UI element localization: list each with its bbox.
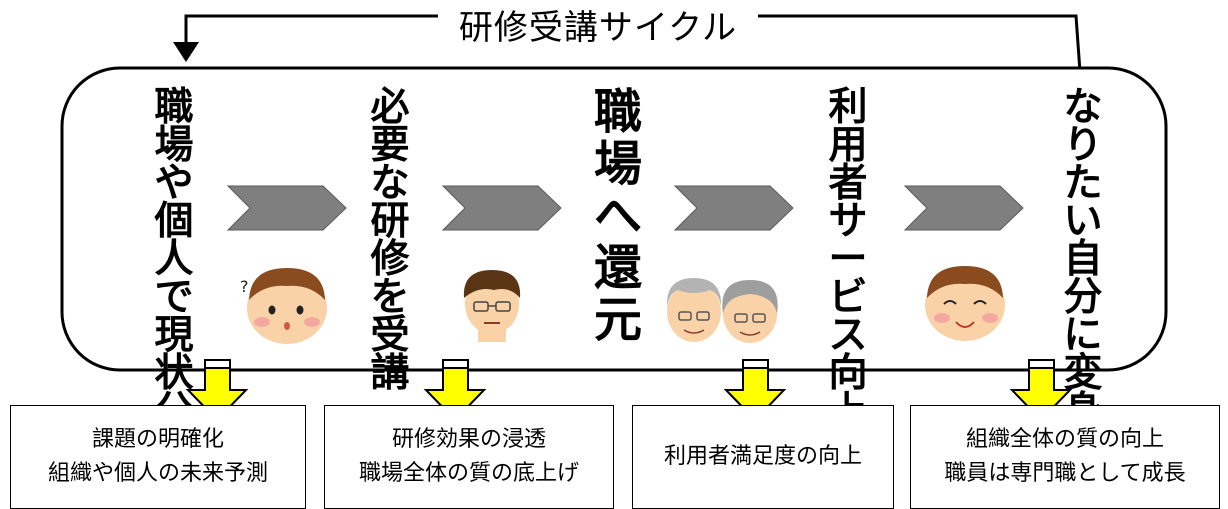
step-char: 講: [370, 351, 410, 396]
step-5-text: なりたい自分に変身: [1045, 85, 1121, 431]
child-face-icon: ?: [240, 268, 327, 344]
step-2-text: 必要な研修を受講: [352, 85, 428, 393]
step-char: へ: [593, 188, 642, 244]
step-char: 利: [828, 85, 868, 130]
step-char: 自: [1063, 237, 1103, 282]
step-char: 職: [593, 84, 642, 140]
step-char: 職: [154, 85, 194, 130]
step-char: た: [1063, 161, 1103, 206]
step-char: 現: [154, 313, 194, 358]
step-char: 必: [370, 85, 410, 130]
step-arrow-4: [903, 185, 1024, 231]
svg-text:?: ?: [240, 277, 249, 296]
outcome-2-line-2: 職場全体の質の底上げ: [358, 461, 579, 486]
step-char: ビ: [828, 275, 868, 320]
step-char: 向: [828, 351, 868, 396]
step-char: 要: [370, 123, 410, 168]
step-char: 場: [154, 123, 194, 168]
step-3-text: 職場へ還元: [580, 88, 656, 356]
outcome-4-line-2: 職員は専門職として成長: [944, 461, 1186, 486]
step-char: や: [154, 161, 194, 206]
step-char: を: [370, 275, 410, 320]
step-char: 変: [1063, 351, 1103, 396]
outcome-3-line-1: 利用者満足度の向上: [663, 444, 862, 469]
step-char: 研: [370, 199, 410, 244]
outcome-2-line-1: 研修効果の浸透: [391, 427, 546, 452]
step-char: で: [154, 275, 194, 320]
step-arrow-1: [226, 185, 347, 231]
step-char: な: [1063, 85, 1103, 130]
step-char: サ: [828, 199, 868, 244]
outcome-4-line-1: 組織全体の質の向上: [965, 427, 1164, 452]
cycle-loop-arrowhead: [173, 42, 199, 62]
man-face-icon: [463, 270, 521, 342]
step-char: な: [370, 161, 410, 206]
step-char: ス: [828, 313, 868, 358]
step-arrows: [226, 185, 1024, 231]
outcome-box-4: 組織全体の質の向上 職員は専門職として成長: [910, 405, 1220, 509]
step-arrow-3: [673, 185, 794, 231]
step-char: 受: [370, 313, 410, 358]
step-char: り: [1063, 123, 1103, 168]
step-char: 状: [154, 351, 194, 396]
outcome-box-1: 課題の明確化 組織や個人の未来予測: [10, 405, 306, 509]
cycle-panel: [60, 66, 1168, 372]
step-char: 元: [593, 292, 642, 348]
step-char: 分: [1063, 275, 1103, 320]
step-char: 還: [593, 240, 642, 296]
smiling-face-icon: [925, 266, 1005, 341]
step-arrow-2: [441, 185, 562, 231]
step-char: 用: [828, 123, 868, 168]
outcome-1-line-2: 組織や個人の未来予測: [47, 461, 268, 486]
step-char: い: [1063, 199, 1103, 244]
outcome-box-3: 利用者満足度の向上: [632, 405, 894, 509]
step-char: に: [1063, 313, 1103, 358]
outcome-box-2: 研修効果の浸透 職場全体の質の底上げ: [324, 405, 614, 509]
step-char: ー: [828, 237, 868, 282]
step-1-text: 職場や個人で現状分析: [136, 85, 212, 469]
elderly-couple-icon: [666, 278, 778, 343]
step-char: 修: [370, 237, 410, 282]
diagram-title: 研修受講サイクル: [438, 0, 758, 56]
step-char: 者: [828, 161, 868, 206]
step-char: 場: [593, 136, 642, 192]
step-char: 個: [154, 199, 194, 244]
outcome-1-line-1: 課題の明確化: [91, 427, 224, 452]
step-4-text: 利用者サービス向上: [810, 85, 886, 431]
step-char: 人: [154, 237, 194, 282]
